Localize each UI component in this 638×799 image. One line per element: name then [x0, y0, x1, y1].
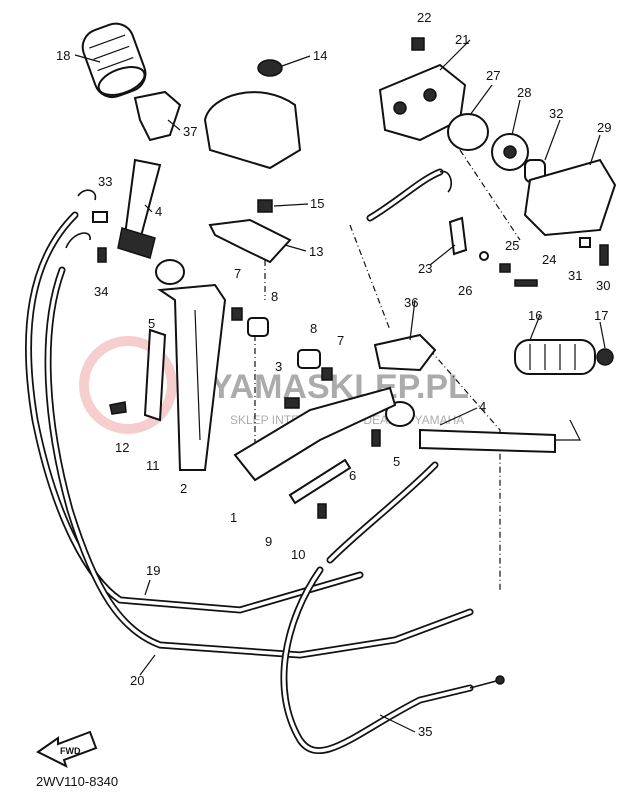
riser-left-icon: [157, 283, 227, 471]
callout-13: 13: [309, 244, 323, 259]
damper-8b-icon: [297, 349, 321, 369]
callout-19: 19: [146, 563, 160, 578]
callout-24: 24: [542, 252, 556, 267]
callout-4a: 4: [155, 204, 162, 219]
callout-4b: 4: [479, 399, 486, 414]
cables: [25, 168, 505, 755]
callout-9: 9: [265, 534, 272, 549]
holder-36-icon: [373, 333, 437, 372]
watermark-title: YAMASKLEP.PL: [210, 368, 469, 406]
callout-30: 30: [596, 278, 610, 293]
callout-21: 21: [455, 32, 469, 47]
callout-8a: 8: [271, 289, 278, 304]
bar-end-17-icon: [596, 348, 614, 366]
callout-25: 25: [505, 238, 519, 253]
collar-7b-icon: [321, 367, 333, 381]
callout-14: 14: [313, 48, 327, 63]
plate-11-icon: [143, 328, 167, 422]
lever-right-icon: [419, 428, 556, 454]
screw-34-icon: [97, 247, 107, 263]
bolt-3-icon: [284, 397, 300, 409]
callout-7b: 7: [337, 333, 344, 348]
callout-10: 10: [291, 547, 305, 562]
switch-cover-icon: [203, 91, 302, 170]
rubber-cap-icon: [257, 59, 283, 77]
grip-right-icon: [514, 339, 596, 375]
diagram-code: 2WV110-8340: [36, 774, 118, 789]
leader-lines: [74, 39, 606, 733]
callout-3: 3: [275, 359, 282, 374]
guide-lines: [254, 149, 521, 590]
callout-35: 35: [418, 724, 432, 739]
callout-37: 37: [183, 124, 197, 139]
callout-5b: 5: [393, 454, 400, 469]
housing-cover-icon: [523, 158, 617, 237]
callout-36: 36: [404, 295, 418, 310]
lever-left-icon: [123, 158, 162, 242]
screw-30-icon: [599, 244, 609, 266]
callout-15: 15: [310, 196, 324, 211]
callout-5a: 5: [148, 316, 155, 331]
callout-32: 32: [549, 106, 563, 121]
callout-29: 29: [597, 120, 611, 135]
throttle-drum-icon: [447, 113, 489, 151]
callout-6: 6: [349, 468, 356, 483]
grip-left-icon: [81, 22, 147, 99]
parts-left: [81, 22, 302, 471]
bracket-23-icon: [448, 216, 468, 256]
washer-26-icon: [479, 251, 489, 261]
fwd-arrow: FWD: [36, 730, 98, 768]
nut-25-icon: [499, 263, 511, 273]
callout-1: 1: [230, 510, 237, 525]
collar-7a-icon: [231, 307, 243, 321]
bolt-10-icon: [317, 503, 327, 519]
callout-26: 26: [458, 283, 472, 298]
callout-27: 27: [486, 68, 500, 83]
callout-23: 23: [418, 261, 432, 276]
damper-8a-icon: [247, 317, 269, 337]
callout-31: 31: [568, 268, 582, 283]
washer-31-icon: [579, 237, 591, 248]
parts-right: [233, 37, 617, 519]
callout-11: 11: [146, 458, 160, 473]
callout-28: 28: [517, 85, 531, 100]
callouts: 1 2 3 4 4 5 5 6 7 7 8 8 9 10 11 12 13 14…: [56, 10, 611, 739]
screw-22-icon: [411, 37, 425, 51]
callout-33: 33: [98, 174, 112, 189]
callout-12: 12: [115, 440, 129, 455]
callout-34: 34: [94, 284, 108, 299]
callout-20: 20: [130, 673, 144, 688]
callout-22: 22: [417, 10, 431, 25]
bushing-right-icon: [385, 401, 415, 427]
clamp-33-icon: [92, 211, 108, 223]
fwd-label: FWD: [60, 746, 81, 756]
callout-17: 17: [594, 308, 608, 323]
lever-holder-icon: [133, 90, 182, 142]
bolt-12-icon: [109, 401, 127, 415]
callout-7a: 7: [234, 266, 241, 281]
plate-9-icon: [288, 458, 352, 505]
callout-18: 18: [56, 48, 70, 63]
riser-right-icon: [233, 386, 397, 482]
callout-2: 2: [180, 481, 187, 496]
nut-15-icon: [257, 199, 273, 213]
bushing-left-icon: [155, 259, 185, 285]
callout-8b: 8: [310, 321, 317, 336]
bracket-icon: [208, 218, 292, 264]
screw-24-icon: [514, 279, 538, 287]
bolt-6-icon: [371, 429, 381, 447]
